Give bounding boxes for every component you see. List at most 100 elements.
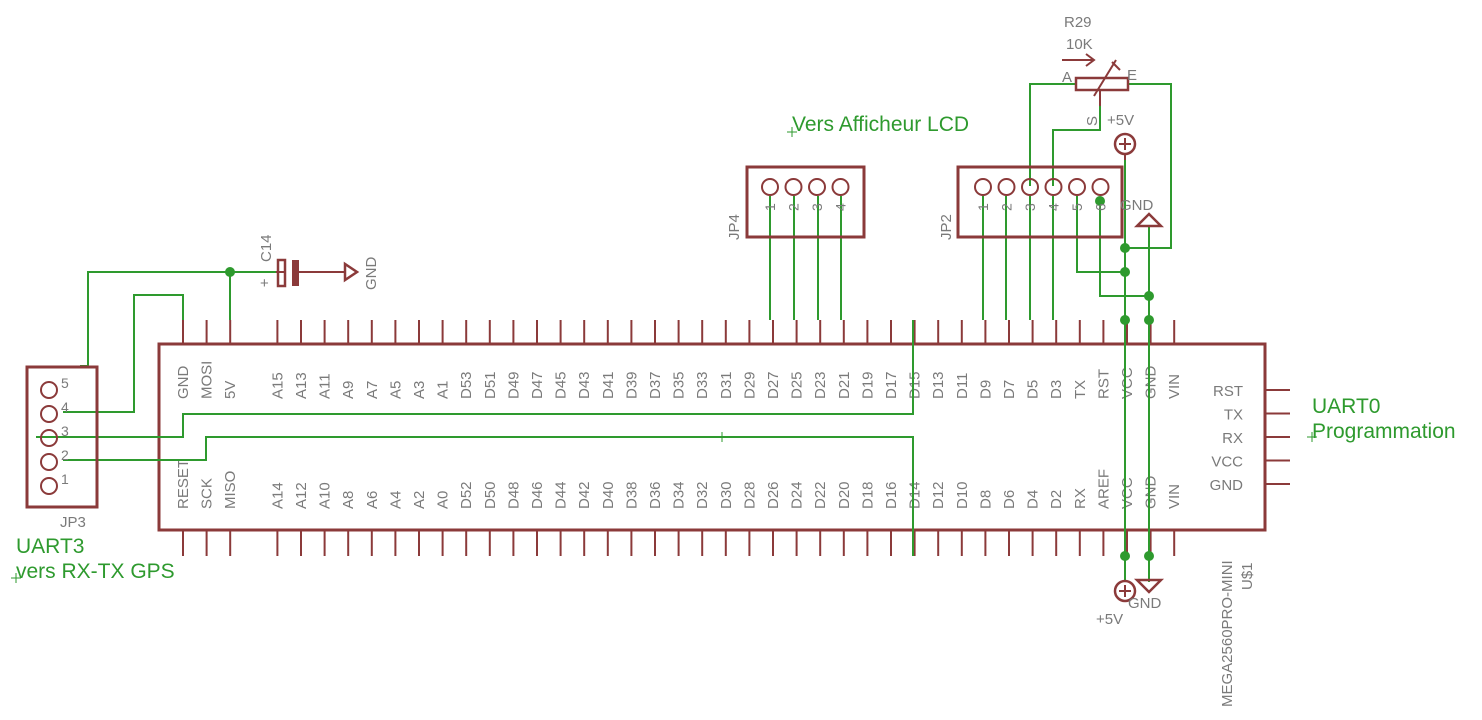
gnd-bottom-label: GND (1128, 595, 1162, 612)
jp4-pad (784, 178, 803, 196)
jp2-pad (1068, 178, 1086, 196)
top-pin-label: D19 (859, 371, 876, 399)
jp2-pad-number: 1 (975, 203, 991, 211)
top-pin-label: D53 (458, 371, 475, 399)
bottom-pin-label: D30 (718, 481, 735, 509)
top-pin-label: TX (1072, 380, 1089, 399)
jp2-pad-number: 2 (999, 203, 1015, 211)
bottom-pin-label: RESET (175, 459, 192, 509)
bottom-pin-label: D36 (647, 481, 664, 509)
jp4-pad-number: 4 (833, 203, 849, 211)
jp2-name: JP2 (938, 214, 955, 240)
top-pin-label: D37 (647, 371, 664, 399)
jp3-pad-number: 1 (61, 471, 69, 487)
top-pin-label: D35 (671, 371, 688, 399)
bottom-pin-label: A8 (340, 491, 357, 509)
wire-jp2-5 (1076, 196, 1125, 273)
p5v-top-label: +5V (1107, 112, 1134, 129)
wire-r29-a (1029, 83, 1076, 186)
top-pin-label: A1 (435, 381, 452, 399)
bottom-pin-label: GND (1143, 476, 1160, 510)
p5v-bottom-icon (1113, 579, 1137, 603)
note-uart0-title: UART0 (1312, 395, 1380, 418)
potentiometer-r29[interactable]: R29 10K A E S (1062, 14, 1137, 126)
bottom-pin-label: A6 (364, 491, 381, 509)
gnd-top-icon (1133, 212, 1165, 228)
wire-jp3-d14 (63, 436, 914, 556)
top-pin-label: A13 (293, 372, 310, 399)
top-pin-label: D11 (954, 373, 971, 399)
bottom-pin-label: D32 (694, 481, 711, 509)
jp4-pad (761, 178, 779, 196)
r29-wiper (1093, 59, 1117, 97)
bottom-pin-label: VIN (1166, 484, 1183, 509)
jp2-pad (974, 178, 992, 196)
jp4-pad-number: 2 (786, 203, 802, 211)
bottom-pin-label: D48 (505, 481, 522, 509)
wire-jp3-gnd (63, 294, 184, 413)
top-pin-label: D45 (553, 371, 570, 399)
bottom-pin-label: D50 (482, 481, 499, 509)
bottom-pin-label: D6 (1001, 490, 1018, 509)
top-pin-label: GND (175, 366, 192, 400)
top-pin-label: D51 (482, 371, 499, 399)
power-5v-top[interactable]: +5V (1107, 112, 1137, 160)
power-gnd-bottom[interactable]: GND (1128, 578, 1165, 612)
top-pin-label: VIN (1166, 374, 1183, 399)
r29-pin-a: A (1062, 69, 1072, 86)
gnd-bottom-icon (1133, 578, 1165, 594)
bottom-pin-label: D10 (954, 481, 971, 509)
jp3-name: JP3 (60, 514, 86, 531)
r29-pin-e: E (1127, 67, 1137, 84)
jp4-name: JP4 (726, 214, 743, 240)
bottom-pin-label: D38 (623, 481, 640, 509)
jp4-body (745, 165, 866, 239)
wire-jp3-5v (80, 271, 231, 367)
note-uart3-title: UART3 (16, 535, 84, 558)
bottom-pin-label: D4 (1025, 490, 1042, 509)
bottom-pin-label: D42 (576, 481, 593, 509)
jp4-pad-number: 1 (762, 203, 778, 211)
bottom-pin-label: D44 (553, 481, 570, 509)
r29-name: R29 (1064, 14, 1092, 31)
jp2-pad-number: 3 (1022, 203, 1038, 211)
jp3-body (25, 365, 99, 509)
bottom-pin-label: D34 (671, 481, 688, 509)
p5v-bottom-label: +5V (1096, 611, 1123, 628)
jp2-body (956, 165, 1124, 239)
right-pin-label: VCC (1211, 454, 1243, 471)
c14-gnd-label: GND (363, 257, 380, 291)
annotations: Vers Afficheur LCD UART0 Programmation U… (11, 113, 1456, 583)
bottom-pin-label: VCC (1119, 477, 1136, 509)
top-pin-label: D39 (623, 371, 640, 399)
power-5v-bottom[interactable]: +5V (1096, 579, 1137, 628)
top-pin-label: D41 (600, 371, 617, 399)
bottom-pin-label: A0 (435, 491, 452, 509)
top-pin-label: 5V (222, 381, 239, 399)
c14-plate-2 (292, 260, 299, 286)
power-gnd-top[interactable]: GND (1120, 197, 1165, 228)
top-pin-label: D3 (1048, 380, 1065, 399)
top-pin-label: VCC (1119, 367, 1136, 399)
bottom-pin-label: D18 (859, 481, 876, 509)
bottom-pin-label: D22 (812, 481, 829, 509)
right-pin-label: GND (1210, 477, 1244, 494)
c14-gnd-icon (343, 261, 360, 283)
capacitor-c14[interactable]: C14 + GND (258, 234, 380, 292)
jp3-pad (40, 405, 58, 423)
bottom-pin-label: D46 (529, 481, 546, 509)
bottom-pin-label: D2 (1048, 490, 1065, 509)
jp3-pad (40, 477, 58, 495)
jp2-pad-number: 5 (1069, 203, 1085, 211)
bottom-pin-label: D8 (977, 490, 994, 509)
jp3-pad-number: 4 (61, 399, 69, 415)
top-pin-label: D17 (883, 371, 900, 399)
top-pin-label: A5 (387, 381, 404, 399)
